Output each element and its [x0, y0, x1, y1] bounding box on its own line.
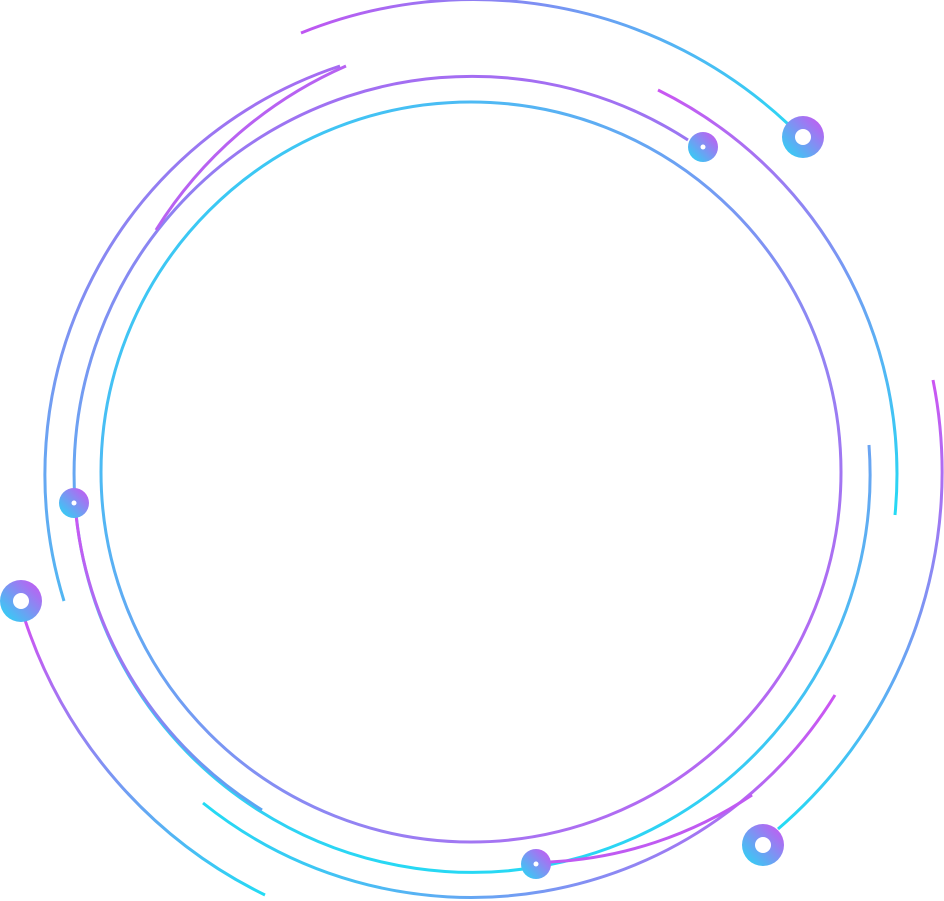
dot-node-icon [688, 132, 718, 162]
dot-node-icon [521, 849, 551, 879]
top-outer-arc [300, 0, 790, 126]
upper-left-accent-arc [154, 64, 347, 231]
left-outer-arc [43, 64, 341, 602]
right-upper-arc [657, 88, 899, 516]
bottom-outer-arc [202, 694, 837, 899]
far-left-outer-arc [23, 619, 266, 897]
ring-node-icon [0, 580, 42, 622]
middle-ring-arc [72, 74, 872, 874]
inner-ring [99, 100, 843, 844]
bottom-dot-tail [549, 793, 753, 864]
far-right-outer-arc [777, 379, 944, 831]
left-middle-arc [74, 514, 263, 812]
ring-node-icon [782, 116, 824, 158]
dot-node-icon [59, 488, 89, 518]
ring-node-icon [742, 824, 784, 866]
